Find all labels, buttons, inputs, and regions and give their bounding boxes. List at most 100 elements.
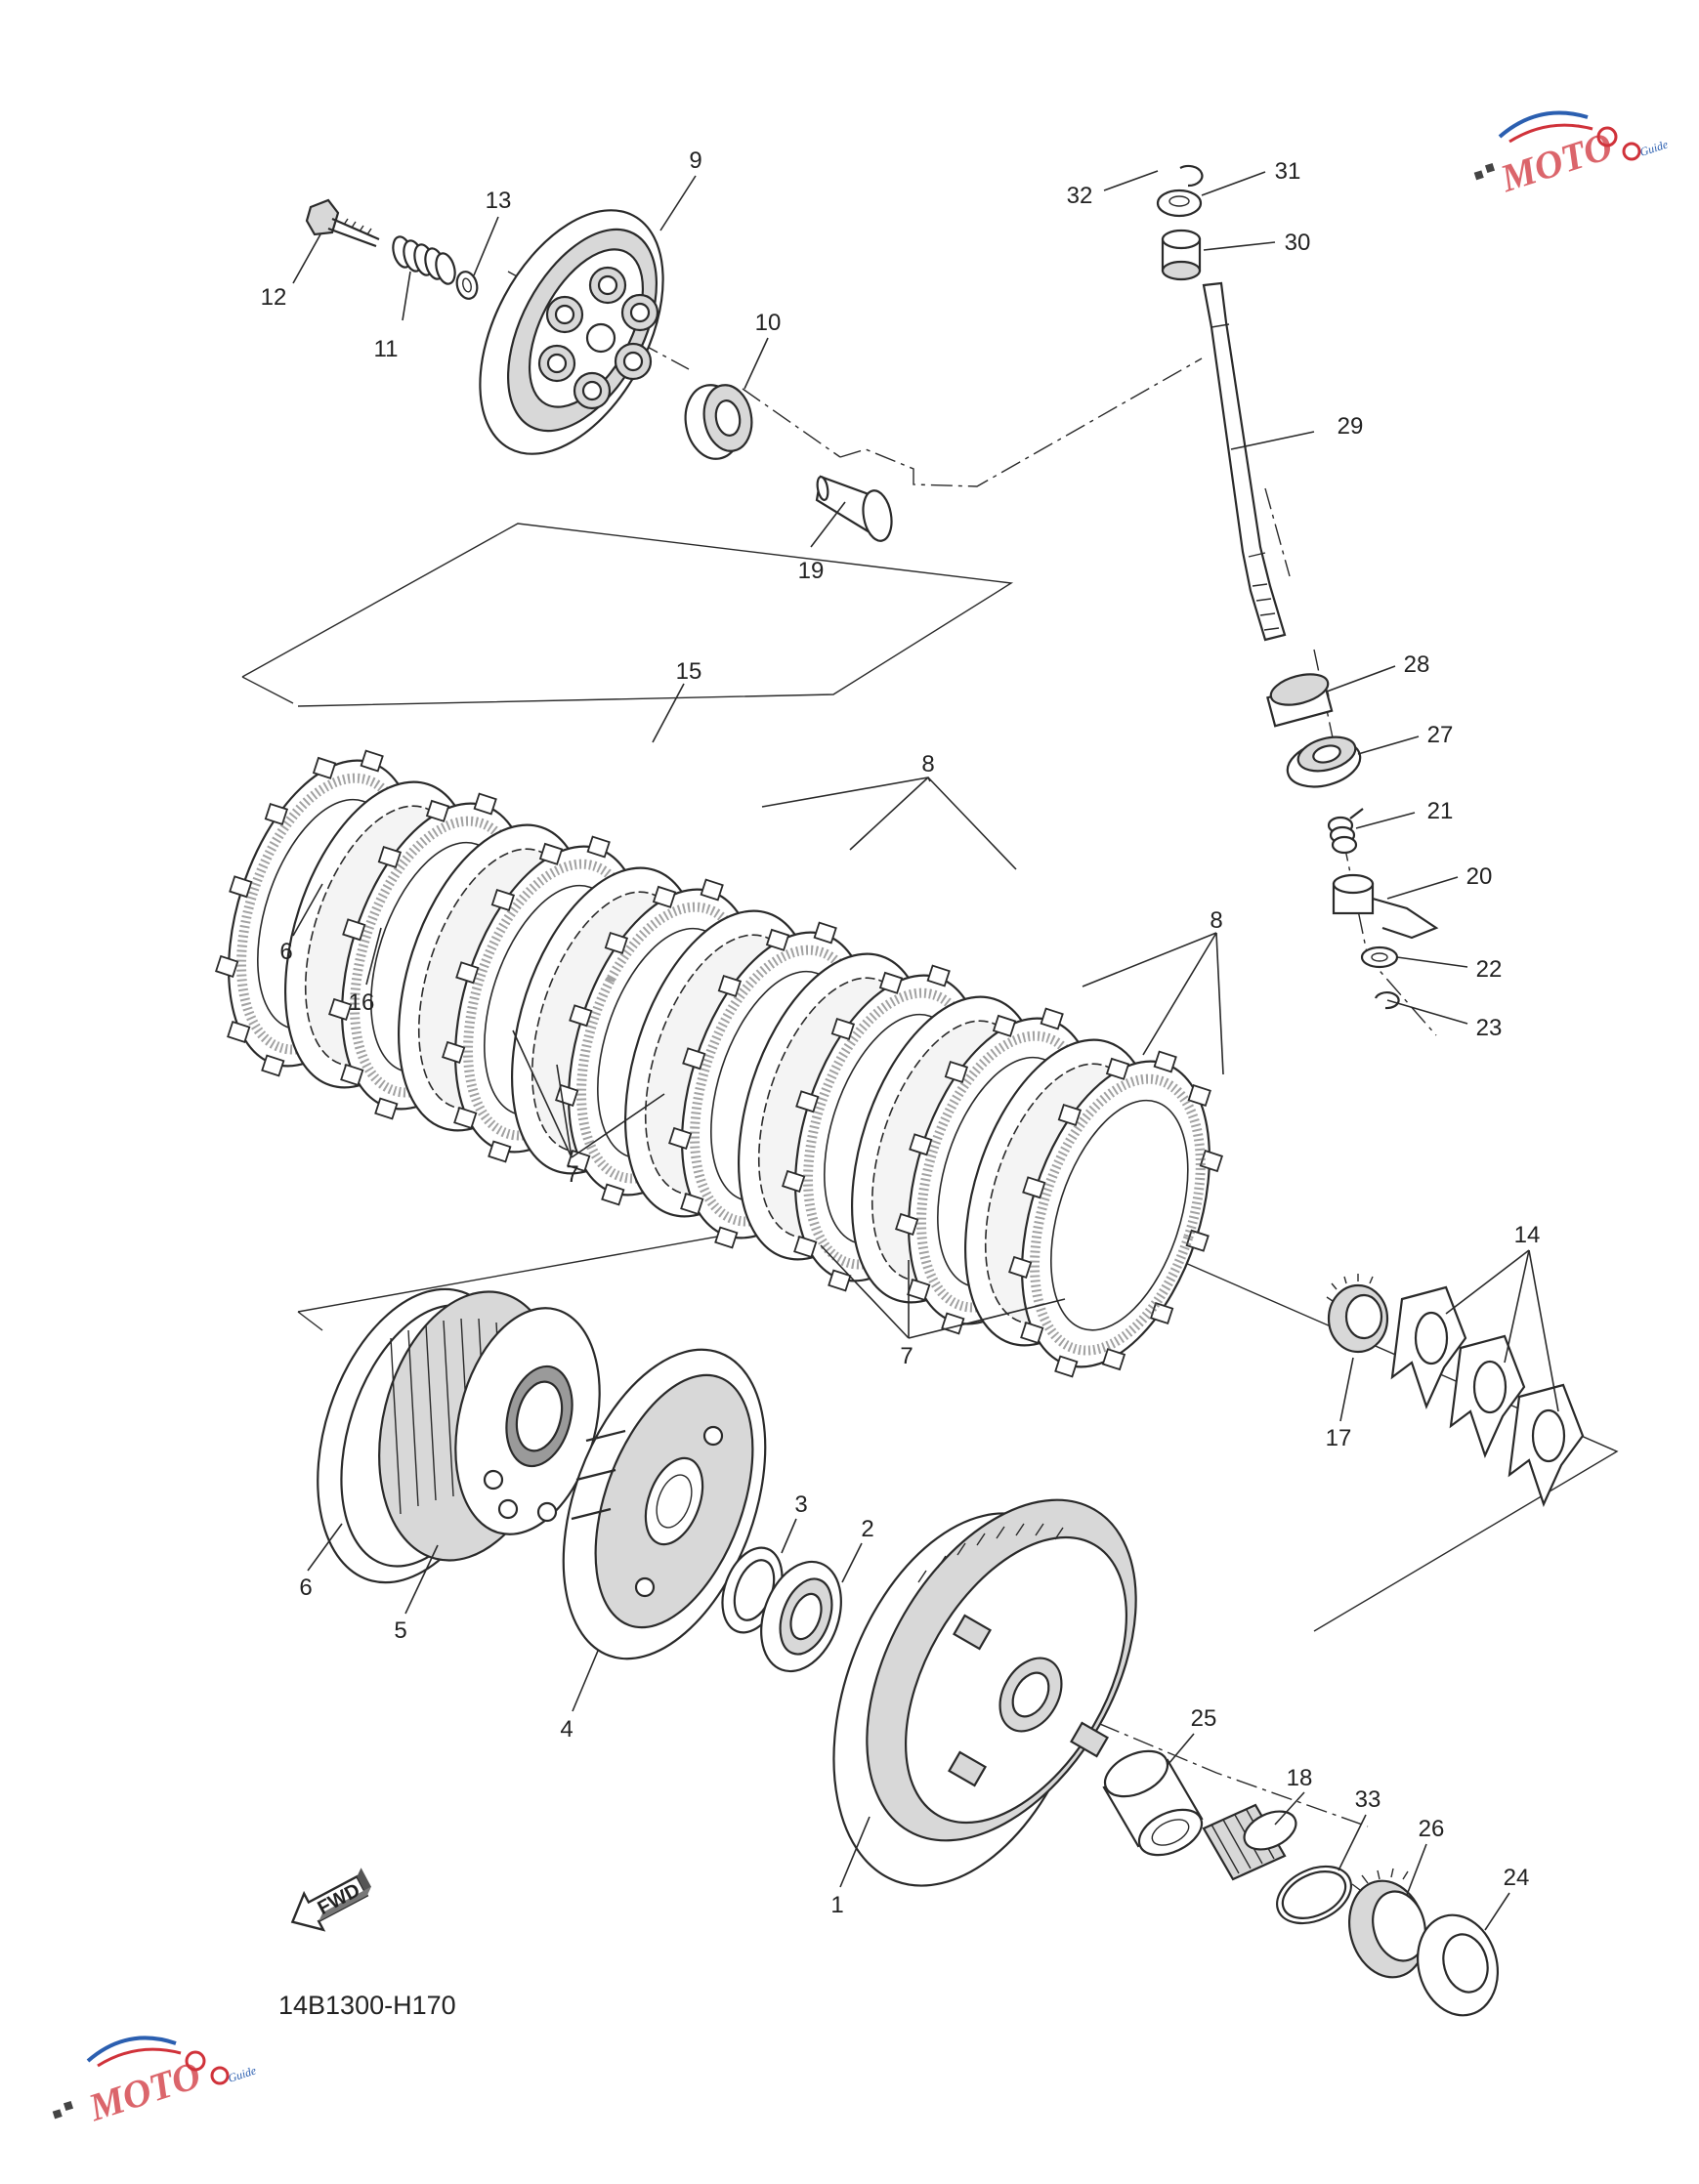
- friction-tab: [1022, 1176, 1046, 1199]
- watermark-tag: Guide: [227, 2063, 259, 2085]
- part-13-washer: [455, 271, 479, 300]
- friction-tab: [1040, 1007, 1064, 1030]
- friction-tab: [830, 1017, 856, 1040]
- friction-tab: [455, 961, 480, 985]
- friction-tab: [229, 875, 253, 899]
- part-33-o-ring: [1276, 1865, 1352, 1925]
- friction-tab: [878, 971, 904, 994]
- part-32-circlip: [1179, 164, 1204, 188]
- friction-tab: [1153, 1050, 1177, 1073]
- friction-tab: [473, 792, 497, 816]
- callout-23: 23: [1476, 1015, 1503, 1041]
- diagram-code: 14B1300-H170: [278, 1991, 456, 2020]
- friction-tab: [793, 1235, 818, 1259]
- friction-tab: [538, 842, 564, 865]
- friction-tab: [586, 835, 611, 859]
- callout-13: 13: [486, 188, 512, 214]
- friction-tab: [1020, 1321, 1044, 1345]
- part-14-lock-washers: [1390, 1285, 1585, 1508]
- callout-30: 30: [1285, 230, 1311, 256]
- part-27-bearing: [1286, 735, 1362, 788]
- callout-8-upper: 8: [921, 751, 934, 777]
- callout-1: 1: [830, 1892, 843, 1918]
- callout-14: 14: [1514, 1222, 1541, 1248]
- part-24-washer: [1416, 1913, 1500, 2017]
- watermark-logo-bottom: MOTO Guide: [52, 2036, 259, 2129]
- friction-tab: [227, 1020, 251, 1044]
- part-12-bolt: [305, 198, 380, 248]
- friction-tab: [312, 756, 337, 779]
- part-31-washer: [1156, 189, 1203, 218]
- part-30-bearing: [1161, 229, 1202, 281]
- friction-tab: [680, 1192, 704, 1216]
- callout-27: 27: [1427, 722, 1454, 748]
- friction-plate: [1008, 1050, 1223, 1378]
- callout-15: 15: [676, 658, 702, 685]
- callout-19: 19: [798, 558, 825, 584]
- callout-22: 22: [1476, 956, 1503, 983]
- friction-tab: [907, 1278, 931, 1302]
- callout-12: 12: [261, 284, 287, 311]
- friction-tab: [944, 1060, 969, 1083]
- part-17-nut: [1326, 1274, 1389, 1354]
- fwd-arrow: FWD: [290, 1868, 371, 1932]
- friction-tab: [442, 1040, 466, 1064]
- callout-21: 21: [1427, 798, 1454, 824]
- part-25-sleeve: [1102, 1749, 1204, 1857]
- callout-26: 26: [1419, 1816, 1445, 1842]
- friction-tab: [215, 954, 239, 978]
- friction-tab: [909, 1133, 933, 1156]
- callout-10: 10: [755, 310, 782, 336]
- friction-tab: [828, 1269, 852, 1292]
- friction-tab: [374, 1097, 399, 1120]
- friction-tab: [377, 845, 403, 868]
- callout-6-lower: 6: [299, 1575, 312, 1601]
- friction-tab: [782, 1169, 806, 1193]
- friction-tab: [1101, 1348, 1126, 1371]
- part-10-bearing: [684, 384, 753, 460]
- callout-6-upper: 6: [279, 939, 292, 965]
- friction-tab: [682, 1047, 706, 1071]
- friction-tab: [264, 802, 289, 825]
- watermark-tag: Guide: [1638, 137, 1671, 159]
- friction-tab: [795, 1090, 820, 1113]
- part-22-washer: [1360, 945, 1399, 969]
- group-outline-pressure-plate: [241, 523, 1014, 707]
- part-4-plate: [562, 1348, 767, 1660]
- clutch-plate-stack: [215, 749, 1223, 1378]
- part-11-spring: [392, 235, 456, 285]
- leader-lines: [292, 170, 1559, 1931]
- friction-tab: [340, 1063, 364, 1087]
- friction-tab: [1105, 1057, 1130, 1080]
- part-29-shaft: [1202, 281, 1287, 642]
- callout-29: 29: [1338, 413, 1364, 440]
- callout-9: 9: [689, 147, 701, 174]
- callout-20: 20: [1466, 863, 1493, 890]
- friction-tab: [992, 1014, 1017, 1037]
- friction-tab: [342, 918, 366, 942]
- part-19-push-rod: [815, 475, 893, 542]
- callout-33: 33: [1355, 1786, 1381, 1813]
- friction-tab: [490, 888, 516, 911]
- callout-25: 25: [1191, 1705, 1217, 1732]
- friction-tab: [488, 1140, 512, 1163]
- callout-28: 28: [1404, 651, 1430, 678]
- friction-tab: [1185, 1229, 1210, 1252]
- part-9-pressure-plate: [479, 209, 664, 455]
- friction-tab: [717, 974, 743, 997]
- friction-tab: [601, 1183, 625, 1206]
- friction-tab: [652, 885, 677, 908]
- part-2-thrust-washer: [760, 1560, 842, 1673]
- friction-tab: [261, 1054, 285, 1077]
- friction-tab: [360, 749, 384, 773]
- friction-tab: [1057, 1103, 1083, 1126]
- part-28-bearing: [1266, 673, 1334, 728]
- part-21-spring: [1327, 808, 1364, 855]
- callout-18: 18: [1287, 1765, 1313, 1791]
- friction-tab: [700, 878, 724, 902]
- friction-tab: [1199, 1150, 1223, 1173]
- part-1-clutch-housing: [832, 1498, 1137, 1887]
- part-20-collar: [1332, 873, 1439, 940]
- callout-8-lower: 8: [1210, 907, 1222, 934]
